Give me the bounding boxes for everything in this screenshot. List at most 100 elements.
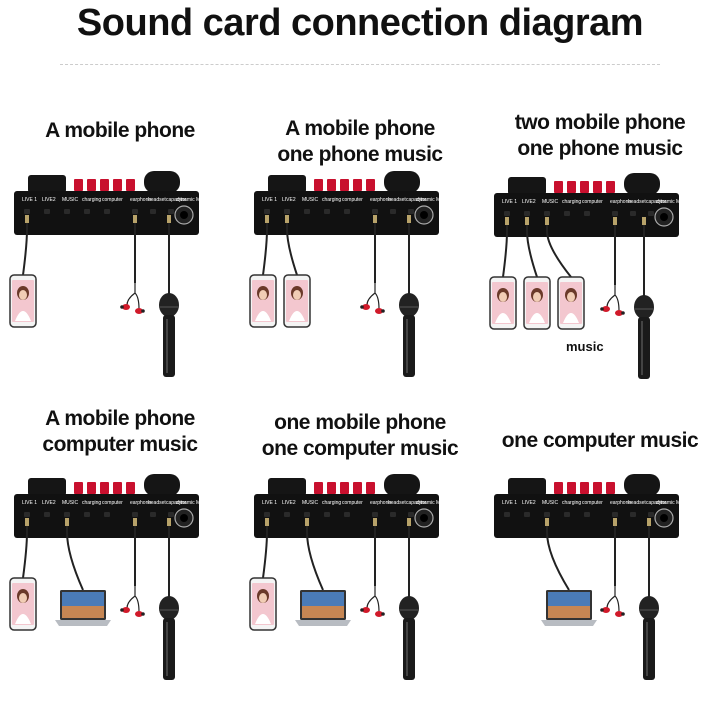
panel-caption: two mobile phone one phone music [480,110,720,162]
earphone-icon [600,285,625,316]
port-label: earphone [370,197,391,203]
port-jack [504,211,510,216]
port-label: headset [628,199,646,205]
port-jack [524,211,530,216]
microphone-icon [399,293,419,377]
knob-icon [593,181,602,193]
port-jack [168,209,174,214]
title-divider [60,64,660,65]
port-jack [630,512,636,517]
port-jack [630,211,636,216]
microphone-icon [399,596,419,680]
port-label: capacitor [166,197,187,203]
port-label: computer [342,500,363,506]
microphone-icon [159,596,179,680]
port-label: MUSIC [62,197,79,203]
phone-icon [283,274,311,328]
panel-caption-line2: one phone music [517,137,683,160]
phone-icon [489,276,517,330]
port-label: capacitor [406,197,427,203]
port-jack [104,209,110,214]
cable [66,526,84,591]
port-label: dynamic MIC [416,500,446,506]
cable-plug [265,215,269,223]
port-label: LIVE2 [282,197,296,203]
cable-plug [285,215,289,223]
cable [262,223,268,276]
laptop-icon [541,590,597,626]
knob-icon [327,482,336,494]
port-jack [150,209,156,214]
cable [546,526,570,591]
knob-icon [126,179,135,191]
port-jack [24,209,30,214]
panel-caption-line1: A mobile phone [285,117,435,140]
port-label: MUSIC [542,500,559,506]
cable-plug [167,215,171,223]
knob-icon [593,482,602,494]
knob-icon [567,181,576,193]
phone-icon [9,274,37,328]
port-jack [564,512,570,517]
port-label: charging [322,197,341,203]
port-jack [84,512,90,517]
port-jack [264,512,270,517]
music-label: music [566,339,604,354]
port-label: LIVE 1 [502,500,517,506]
cable-plug [133,518,137,526]
knob-icon [87,482,96,494]
port-label: headset [388,500,406,506]
port-jack [344,512,350,517]
port-jack [132,209,138,214]
cable-plug [373,518,377,526]
port-label: dynamic MIC [416,197,446,203]
cable-plug [545,217,549,225]
port-label: earphone [130,500,151,506]
port-label: MUSIC [62,500,79,506]
port-jack [64,512,70,517]
port-jack [150,512,156,517]
cable-plug [25,518,29,526]
port-label: dynamic MIC [176,500,206,506]
port-label: computer [342,197,363,203]
knob-icon [100,179,109,191]
port-jack [132,512,138,517]
port-label: LIVE2 [522,500,536,506]
cable-plug [265,518,269,526]
port-label: LIVE 1 [22,197,37,203]
knob-icon [327,179,336,191]
cable-plug [305,518,309,526]
port-jack [324,209,330,214]
port-label: earphone [130,197,151,203]
cable [306,526,324,591]
port-label: dynamic MIC [656,199,686,205]
port-label: computer [582,199,603,205]
earphone-icon [360,586,385,617]
port-label: computer [582,500,603,506]
port-jack [44,209,50,214]
knob-icon [113,179,122,191]
port-label: LIVE2 [42,500,56,506]
cable-plug [407,518,411,526]
panel-caption-line2: computer music [42,433,198,456]
phone-icon [523,276,551,330]
port-label: charging [562,199,581,205]
panel-caption-line1: two mobile phone [514,111,686,134]
port-label: computer [102,197,123,203]
knob-icon [554,181,563,193]
port-jack [344,209,350,214]
earphone-icon [600,586,625,617]
cable-plug [25,215,29,223]
port-label: headset [388,197,406,203]
port-jack [524,512,530,517]
cable-plug [133,215,137,223]
port-jack [304,512,310,517]
port-label: LIVE 1 [262,197,277,203]
